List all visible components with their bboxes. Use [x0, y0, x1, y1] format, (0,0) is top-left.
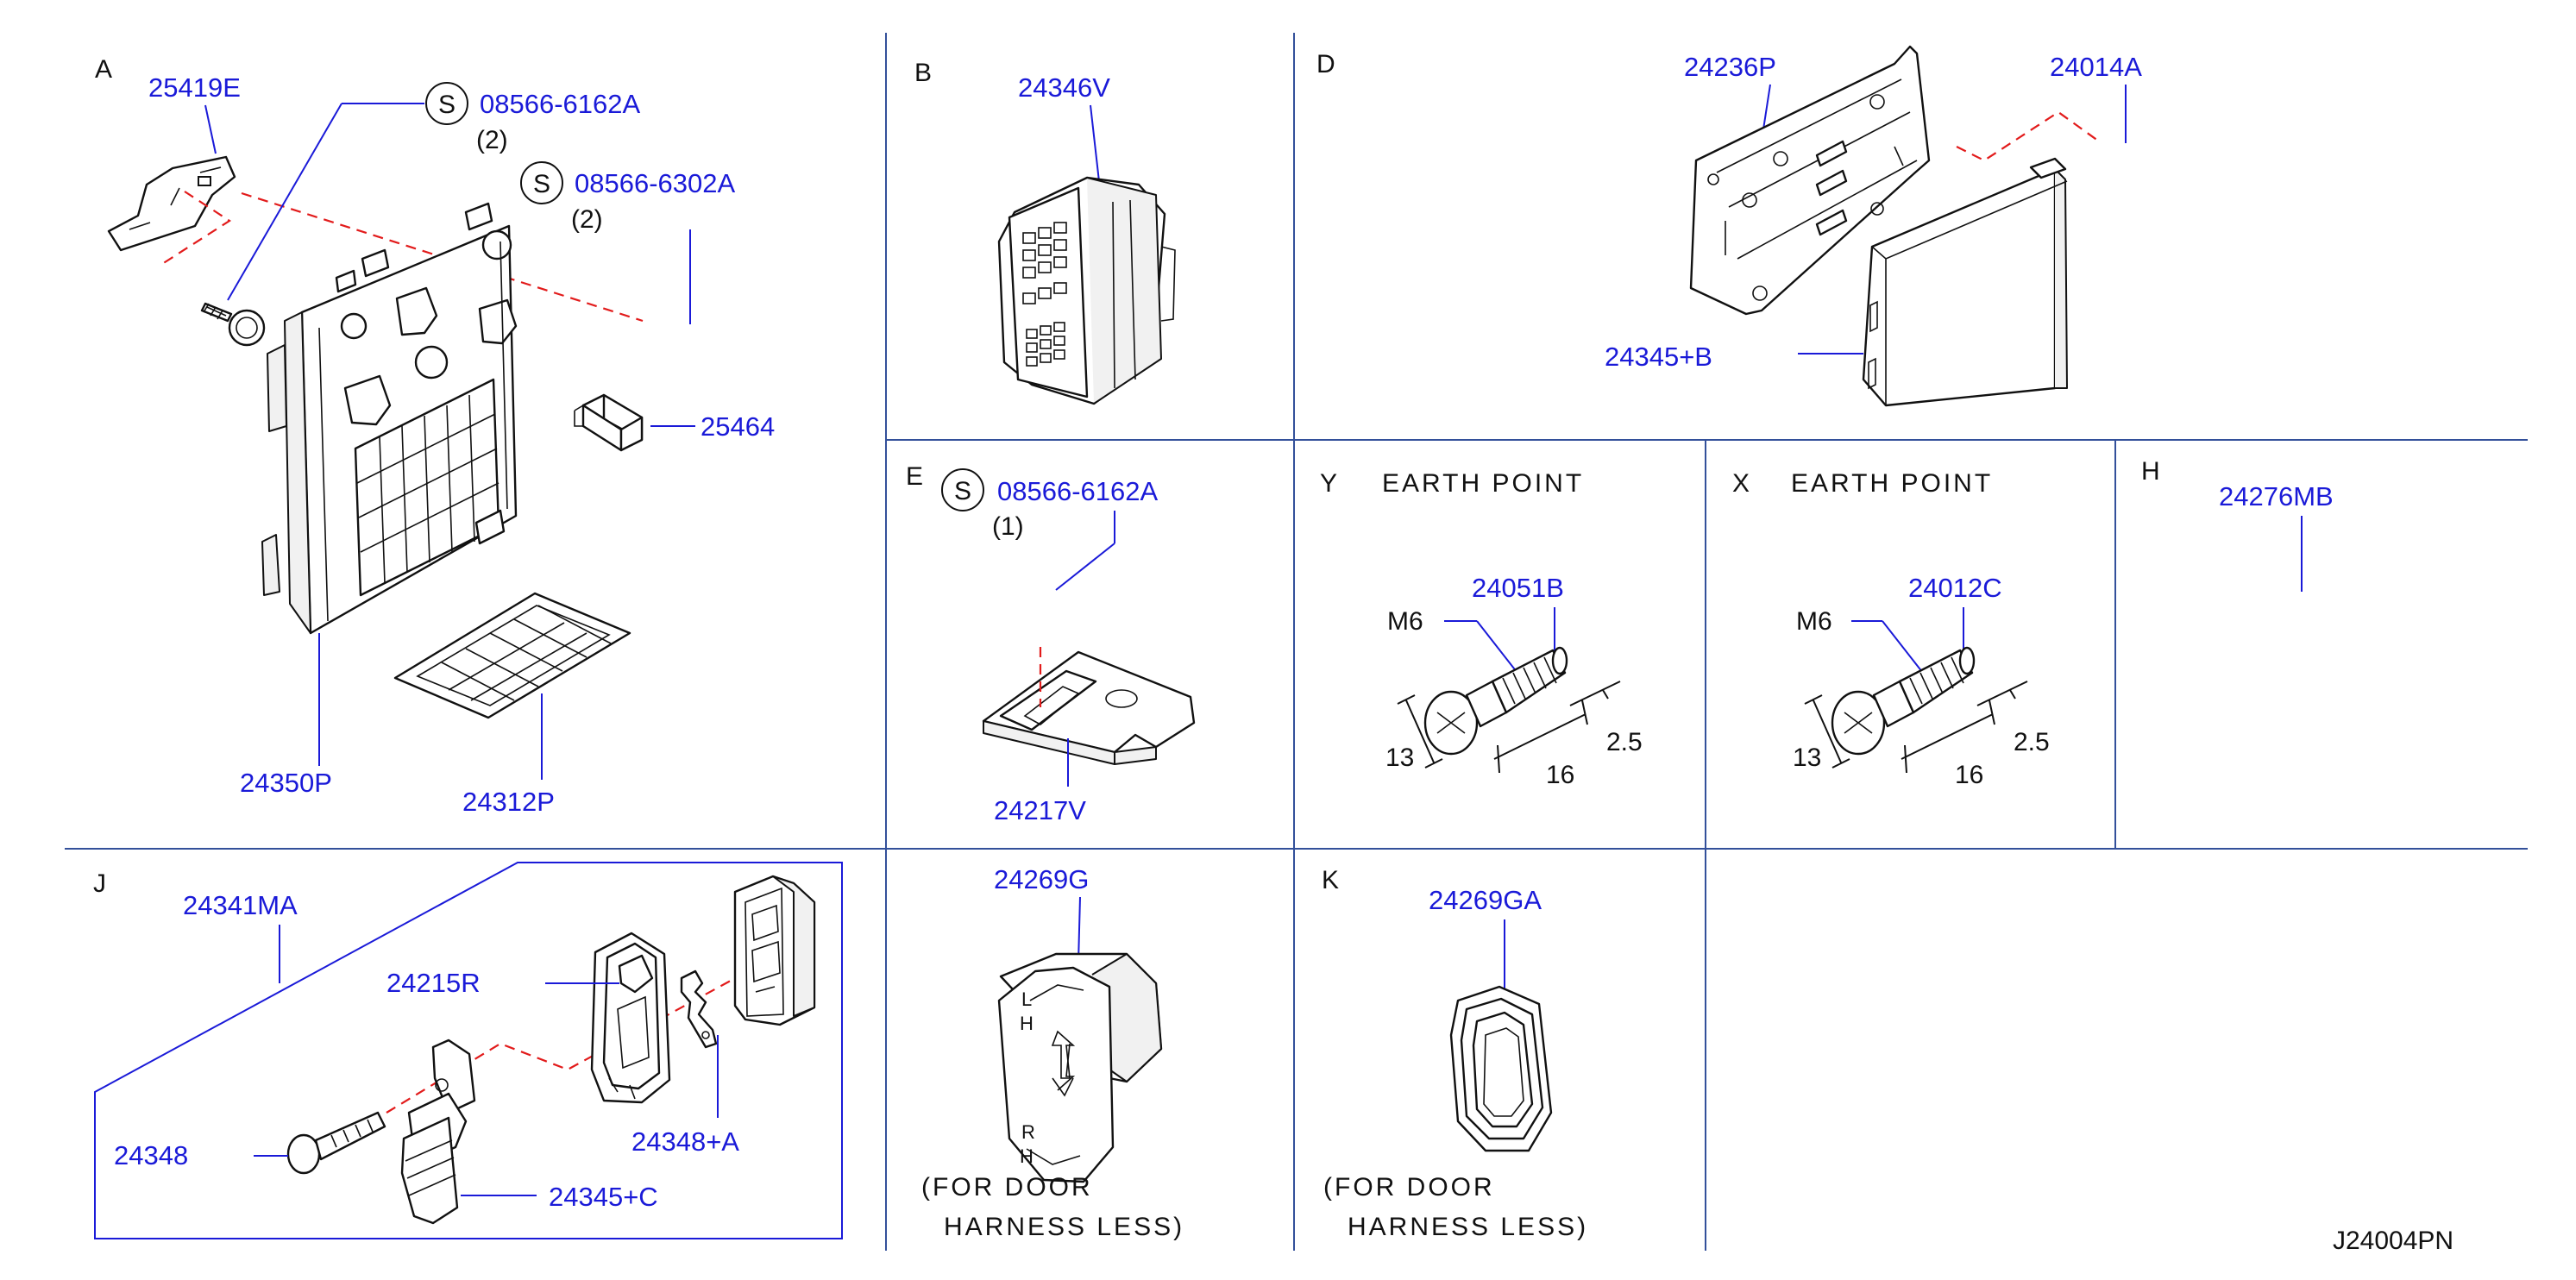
- note-line1-g: (FOR DOOR: [921, 1173, 1093, 1202]
- part-number-24348[interactable]: 24348: [114, 1140, 188, 1170]
- size-label-m6-y: M6: [1387, 607, 1423, 636]
- part-number-24346v[interactable]: 24346V: [1018, 72, 1110, 103]
- holder-24215r: [590, 932, 671, 1104]
- section-h: H 24276MB: [2141, 457, 2334, 592]
- section-grommet-24269g: 24269G L H R H (FOR DOOR HARNESS LESS): [921, 864, 1184, 1241]
- screw-symbol-icon: [425, 82, 468, 125]
- part-number-24269g[interactable]: 24269G: [994, 864, 1089, 894]
- fuse-25464: [574, 393, 644, 452]
- part-number-08566-6162a[interactable]: 08566-6162A: [480, 89, 640, 119]
- part-number-24236p[interactable]: 24236P: [1684, 52, 1776, 82]
- part-number-24341ma[interactable]: 24341MA: [183, 890, 298, 920]
- screw-symbol-label: S: [954, 477, 971, 505]
- part-number-08566-6302a[interactable]: 08566-6302A: [575, 168, 735, 198]
- part-number-24345-c[interactable]: 24345+C: [549, 1182, 658, 1212]
- section-k: K 24269GA (FOR DOOR HARNESS LESS): [1322, 866, 1588, 1241]
- section-y-letter: Y: [1320, 469, 1337, 498]
- part-number-25419e[interactable]: 25419E: [148, 72, 241, 103]
- section-x: X EARTH POINT 24012C M6 13 16 2.5: [1732, 469, 2050, 789]
- section-x-heading: EARTH POINT: [1791, 469, 1993, 498]
- section-j-letter: J: [93, 869, 106, 898]
- part-number-25464[interactable]: 25464: [701, 411, 775, 442]
- section-y-heading: EARTH POINT: [1382, 469, 1584, 498]
- section-e-letter: E: [906, 462, 923, 491]
- dimensions-x: [1804, 681, 2028, 774]
- screw-08566-6162a: [200, 302, 266, 347]
- dimension-2-5-x: 2.5: [2014, 728, 2050, 756]
- grommet-24269g: L H R H: [997, 952, 1163, 1183]
- section-e: E S 08566-6162A (1) 24217V: [906, 462, 1196, 825]
- dimension-13-x: 13: [1793, 744, 1821, 772]
- qty-08566-6162a-e: (1): [992, 512, 1024, 541]
- part-number-24215r[interactable]: 24215R: [386, 968, 481, 998]
- part-number-24312p[interactable]: 24312P: [462, 787, 555, 817]
- connector-j: [733, 875, 816, 1026]
- qty-08566-6162a: (2): [476, 126, 508, 154]
- section-y: Y EARTH POINT 24051B M6 13 16 2.5: [1320, 469, 1643, 789]
- connector-24346v: [997, 176, 1176, 405]
- size-label-m6-x: M6: [1796, 607, 1832, 636]
- part-number-24051b[interactable]: 24051B: [1472, 573, 1564, 603]
- part-number-24276mb[interactable]: 24276MB: [2219, 481, 2334, 511]
- part-number-24014a[interactable]: 24014A: [2050, 52, 2142, 82]
- section-k-letter: K: [1322, 866, 1339, 894]
- dimension-16-y: 16: [1546, 761, 1574, 789]
- section-d-letter: D: [1316, 50, 1335, 78]
- bolt-24012c: [1831, 646, 1976, 756]
- section-h-letter: H: [2141, 457, 2160, 486]
- qty-08566-6302a: (2): [571, 205, 603, 234]
- part-number-24217v[interactable]: 24217V: [994, 795, 1086, 825]
- bolt-24051b: [1423, 646, 1568, 756]
- bracket-24236p: [1689, 45, 1931, 316]
- note-line2-g: HARNESS LESS): [944, 1213, 1184, 1241]
- dimension-16-x: 16: [1955, 761, 1983, 789]
- diagram-code: J24004PN: [2333, 1227, 2453, 1255]
- clip-24348-a: [680, 969, 718, 1049]
- svg-text:L: L: [1021, 988, 1032, 1010]
- dimensions-y: [1397, 681, 1621, 774]
- clip-24217v: [982, 650, 1196, 765]
- section-a: A 25419E S 08566-6162A (2) S 08566-6302A…: [95, 55, 775, 817]
- note-line1-k: (FOR DOOR: [1323, 1173, 1495, 1202]
- section-d: D 24236P 24014A 24345+B: [1316, 45, 2142, 407]
- module-24345-b: [1862, 157, 2068, 407]
- svg-text:R: R: [1021, 1121, 1035, 1143]
- note-line2-k: HARNESS LESS): [1348, 1213, 1588, 1241]
- screw-symbol-icon: [941, 468, 984, 511]
- screw-symbol-label: S: [533, 170, 550, 198]
- screw-symbol-label: S: [438, 91, 456, 119]
- part-number-08566-6162a-e[interactable]: 08566-6162A: [997, 476, 1158, 506]
- svg-text:H: H: [1020, 1013, 1034, 1034]
- part-number-24350p[interactable]: 24350P: [240, 768, 332, 798]
- dimension-13-y: 13: [1385, 744, 1414, 772]
- junction-block-24350p: [261, 202, 518, 635]
- section-x-letter: X: [1732, 469, 1750, 498]
- clip-24345-c: [400, 1038, 476, 1225]
- cover-24312p: [393, 592, 631, 719]
- svg-text:H: H: [1020, 1145, 1034, 1167]
- section-b: B 24346V: [914, 59, 1176, 405]
- grommet-24269ga: [1449, 985, 1553, 1152]
- screw-symbol-icon: [520, 161, 563, 204]
- bracket-25419e: [107, 155, 236, 252]
- part-number-24345-b[interactable]: 24345+B: [1605, 342, 1712, 372]
- part-number-24269ga[interactable]: 24269GA: [1429, 885, 1542, 915]
- bolt-24348: [286, 1111, 386, 1175]
- section-b-letter: B: [914, 59, 932, 87]
- section-a-letter: A: [95, 55, 112, 84]
- dimension-2-5-y: 2.5: [1606, 728, 1643, 756]
- section-grid: [65, 33, 2528, 1251]
- part-number-24348-a[interactable]: 24348+A: [631, 1126, 739, 1157]
- section-j: J 24341MA 24348 24345+C: [93, 862, 843, 1239]
- part-number-24012c[interactable]: 24012C: [1908, 573, 2002, 603]
